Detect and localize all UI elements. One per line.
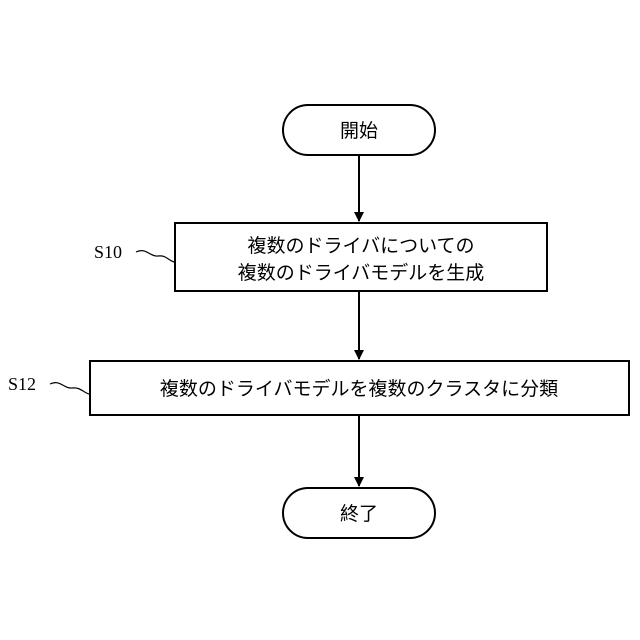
end-label: 終了 — [340, 503, 378, 525]
process-s10-line-1: 複数のドライバについての — [247, 235, 474, 257]
process-box-s12: 複数のドライバモデルを複数のクラスタに分類 — [90, 361, 629, 415]
process-s10-line-2: 複数のドライバモデルを生成 — [238, 262, 485, 284]
step-label-s12: S12 — [8, 374, 36, 394]
end-terminal: 終了 — [283, 488, 435, 538]
start-label: 開始 — [340, 120, 378, 142]
start-terminal: 開始 — [283, 105, 435, 155]
process-s12-line-1: 複数のドライバモデルを複数のクラスタに分類 — [160, 378, 558, 400]
process-box-s10: 複数のドライバについての 複数のドライバモデルを生成 — [175, 223, 547, 291]
leader-line-s12 — [50, 383, 89, 394]
leader-line-s10 — [136, 251, 174, 262]
step-label-s10: S10 — [94, 242, 122, 262]
